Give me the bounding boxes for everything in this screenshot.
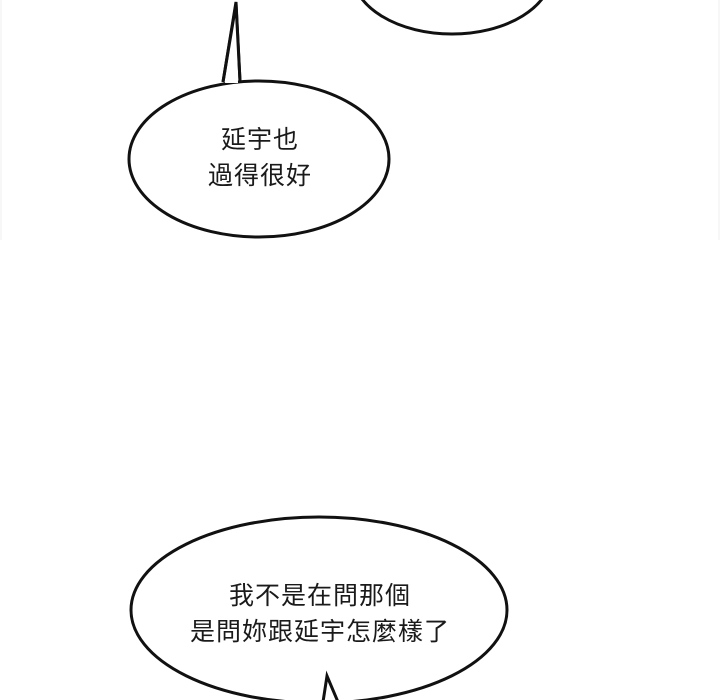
speech-bubble-text-bottom: 我不是在問那個 是問妳跟延宇怎麼樣了 — [150, 578, 490, 650]
panel-border — [0, 0, 720, 240]
dialogue-line: 是問妳跟延宇怎麼樣了 — [189, 617, 450, 646]
speech-bubble-text-middle: 延宇也 過得很好 — [160, 122, 360, 194]
speech-bubble-bottom — [129, 515, 509, 700]
speech-bubble-top-right — [360, 0, 544, 36]
speech-bubble-middle — [127, 1, 391, 239]
dialogue-line: 延宇也 — [220, 125, 299, 154]
dialogue-line: 過得很好 — [207, 161, 312, 190]
dialogue-line: 我不是在問那個 — [228, 581, 411, 610]
